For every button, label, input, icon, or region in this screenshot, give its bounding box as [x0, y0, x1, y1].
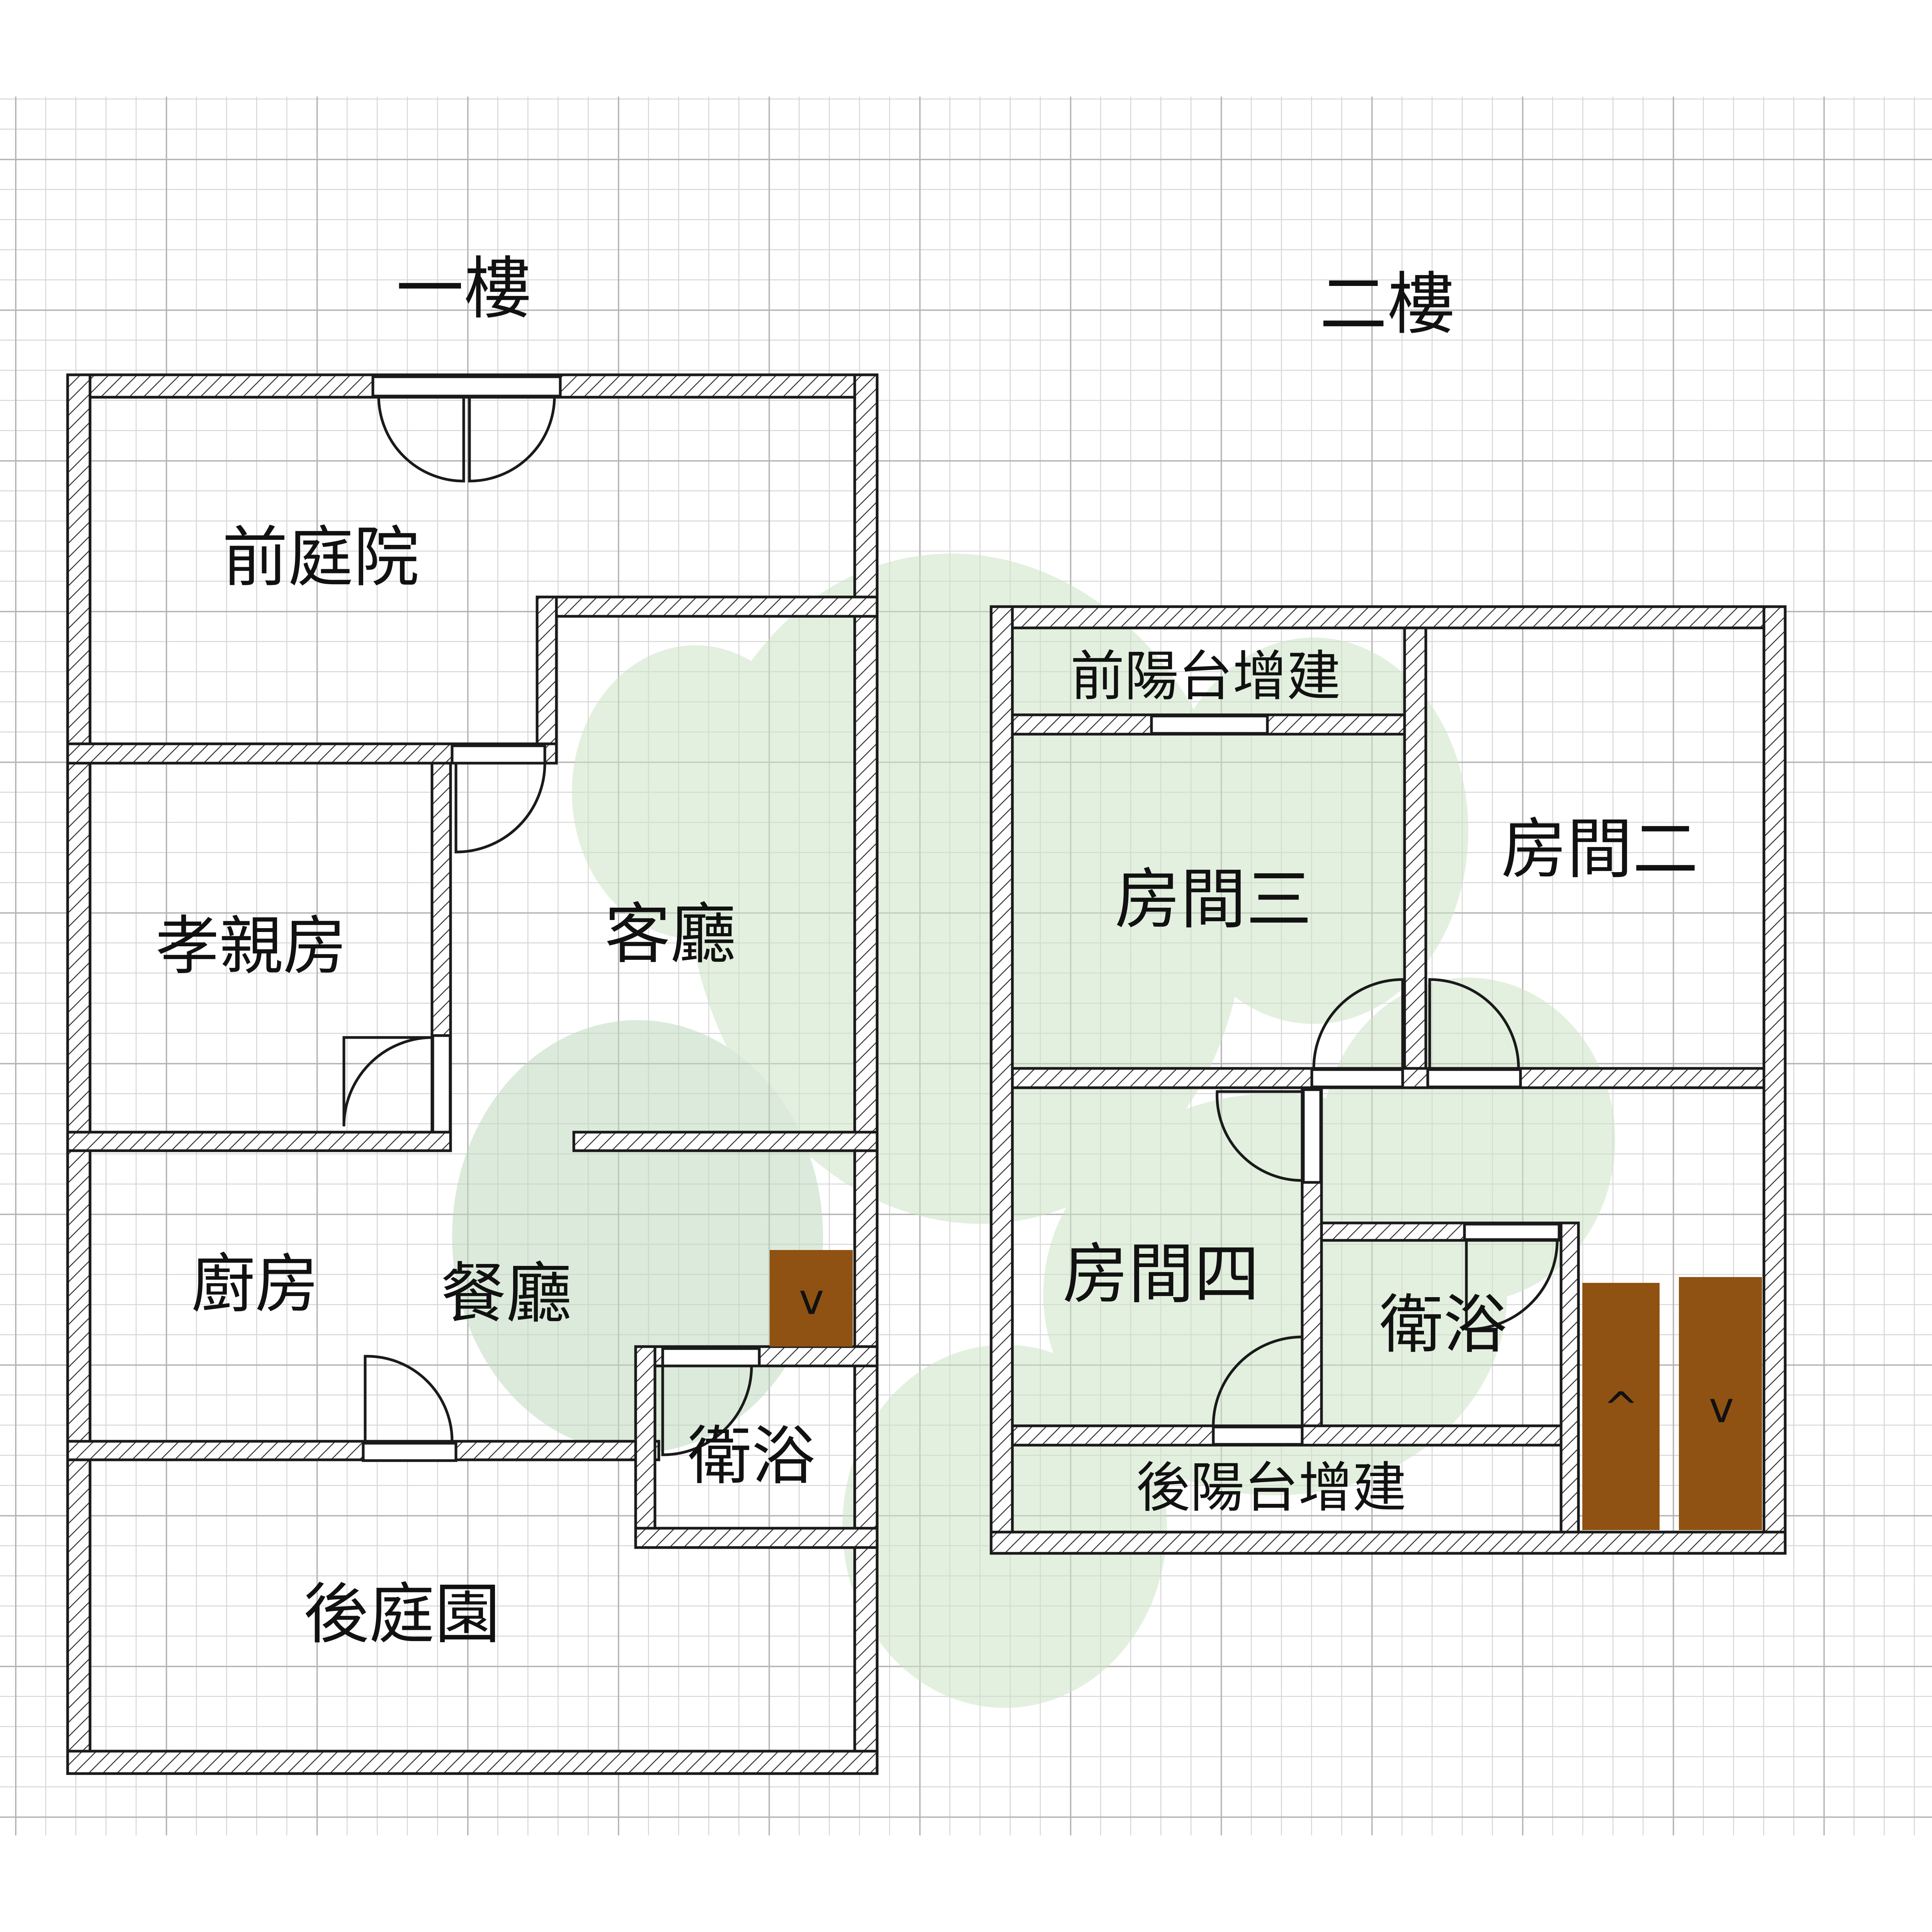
floor2-stair-down-block [1679, 1277, 1762, 1530]
room-label-back-balcony: 後陽台增建 [1136, 1457, 1406, 1520]
floor1-title: 一樓 [396, 250, 531, 328]
room-label-front-yard: 前庭院 [222, 519, 419, 596]
floor2-doors [1150, 714, 1561, 1446]
floor1-stair-block [770, 1250, 853, 1347]
room-label-floor2-bathroom: 衛浴 [1379, 1287, 1507, 1362]
room-label-parents-room: 孝親房 [156, 909, 347, 983]
floor2-walls [990, 605, 1787, 1555]
room-label-back-garden: 後庭園 [303, 1576, 500, 1653]
room-label-dining-room: 餐廳 [440, 1255, 572, 1332]
floor2-stair-down-marker: v [1709, 1383, 1734, 1432]
room-label-floor1-bathroom: 衛浴 [688, 1419, 815, 1493]
room-label-living-room: 客廳 [605, 896, 736, 973]
room-label-front-balcony: 前陽台增建 [1070, 645, 1341, 708]
floor1-plan: v 一樓 前庭院 孝親房 客廳 廚房 餐廳 衛浴 後庭園 [66, 250, 879, 1775]
room-label-kitchen: 廚房 [191, 1247, 319, 1321]
floor1-doors [342, 375, 761, 1462]
floor2-title: 二樓 [1320, 265, 1455, 344]
room-label-room-three: 房間三 [1115, 861, 1312, 938]
floor2-stair-up-marker: ^ [1603, 1383, 1639, 1432]
floor2-stair-up-block [1582, 1283, 1660, 1530]
floor1-stair-marker: v [799, 1274, 824, 1324]
room-label-room-two: 房間二 [1501, 811, 1698, 888]
floor1-walls [66, 373, 879, 1775]
room-label-room-four: 房間四 [1063, 1236, 1260, 1313]
floor2-plan: ^ v 二樓 前陽台增建 房間二 房間三 房間四 衛浴 後陽台增建 [990, 265, 1787, 1555]
